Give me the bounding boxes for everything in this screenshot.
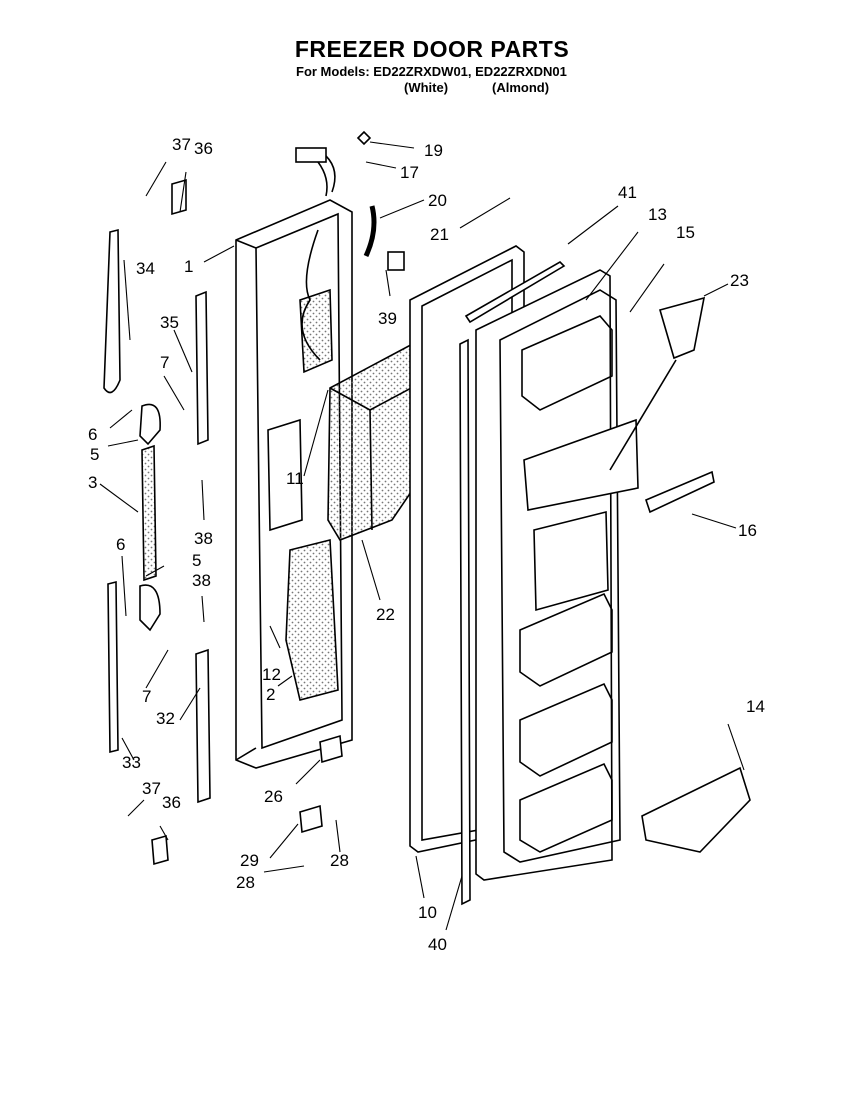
callout-36b: 36 bbox=[162, 793, 181, 812]
callout-19: 19 bbox=[424, 141, 443, 160]
callout-38b: 38 bbox=[192, 571, 211, 590]
door-strip bbox=[459, 338, 471, 906]
chute-leader bbox=[609, 359, 677, 471]
door-shelves bbox=[519, 315, 639, 853]
callout-labels: 1 2 3 5 5 6 6 7 7 10 11 12 13 14 15 16 1… bbox=[88, 135, 765, 954]
callout-39: 39 bbox=[378, 309, 397, 328]
leader-lines bbox=[99, 141, 745, 931]
callout-33: 33 bbox=[122, 753, 141, 772]
callout-28b: 28 bbox=[236, 873, 255, 892]
callout-17: 17 bbox=[400, 163, 419, 182]
clip bbox=[387, 251, 405, 271]
page-title: FREEZER DOOR PARTS bbox=[294, 36, 570, 62]
dispenser-chute bbox=[659, 296, 706, 360]
door-liner bbox=[235, 199, 353, 769]
callout-16: 16 bbox=[738, 521, 757, 540]
models-line: For Models: ED22ZRXDW01, ED22ZRXDN01 bbox=[296, 64, 567, 79]
callout-40: 40 bbox=[428, 935, 447, 954]
callout-41: 41 bbox=[618, 183, 637, 202]
callout-26: 26 bbox=[264, 787, 283, 806]
wire-harness bbox=[295, 130, 372, 197]
shelf-rail bbox=[645, 470, 715, 514]
callout-28: 28 bbox=[330, 851, 349, 870]
callout-23: 23 bbox=[730, 271, 749, 290]
callout-11: 11 bbox=[286, 469, 304, 488]
variant-white: (White) bbox=[404, 80, 449, 95]
callout-22: 22 bbox=[376, 605, 395, 624]
callout-29: 29 bbox=[240, 851, 259, 870]
callout-5b: 5 bbox=[192, 551, 201, 570]
callout-7b: 7 bbox=[142, 687, 151, 706]
callout-1: 1 bbox=[184, 257, 193, 276]
callout-12: 12 bbox=[262, 665, 281, 684]
callout-15: 15 bbox=[676, 223, 695, 242]
callout-38: 38 bbox=[194, 529, 213, 548]
variant-almond: (Almond) bbox=[492, 80, 550, 95]
callout-32: 32 bbox=[156, 709, 175, 728]
callout-37b: 37 bbox=[142, 779, 161, 798]
callout-6: 6 bbox=[88, 425, 97, 444]
callout-5: 5 bbox=[90, 445, 99, 464]
callout-13: 13 bbox=[648, 205, 667, 224]
callout-14: 14 bbox=[746, 697, 765, 716]
door-bin bbox=[641, 766, 751, 853]
callout-34: 34 bbox=[136, 259, 155, 278]
callout-3: 3 bbox=[88, 473, 97, 492]
callout-21: 21 bbox=[430, 225, 449, 244]
callout-7: 7 bbox=[160, 353, 169, 372]
top-trim bbox=[464, 261, 566, 324]
callout-20: 20 bbox=[428, 191, 447, 210]
callout-35: 35 bbox=[160, 313, 179, 332]
callout-37: 37 bbox=[172, 135, 191, 154]
fill-tube bbox=[363, 205, 377, 258]
callout-10: 10 bbox=[418, 903, 437, 922]
callout-36: 36 bbox=[194, 139, 213, 158]
callout-2: 2 bbox=[266, 685, 275, 704]
callout-6b: 6 bbox=[116, 535, 125, 554]
